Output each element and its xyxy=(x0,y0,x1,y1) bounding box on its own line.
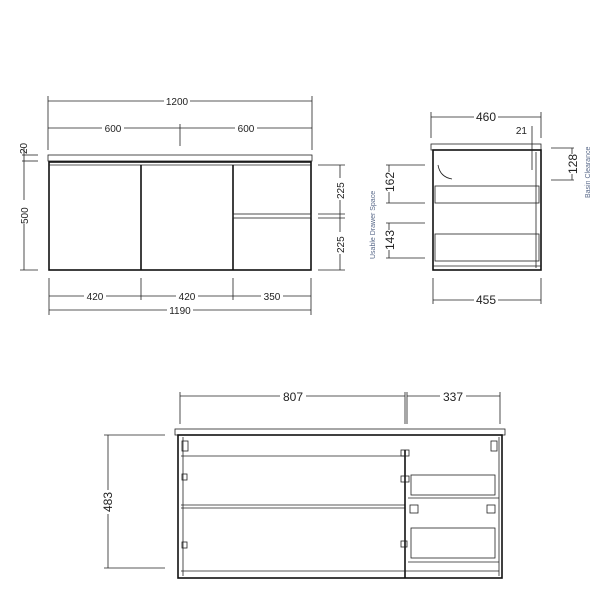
dim-interior-height: 483 xyxy=(101,492,115,512)
dim-basin-clearance: 128 xyxy=(566,154,580,174)
lower-drawer xyxy=(410,527,496,559)
dim-upper-drawer-space: 162 xyxy=(383,172,397,192)
basin-clearance-label: Basin Clearance xyxy=(585,147,592,198)
dim-top-thickness: 20 xyxy=(19,142,30,154)
side-cabinet xyxy=(432,149,542,271)
interior-countertop xyxy=(174,428,506,436)
side-countertop xyxy=(430,143,542,151)
dim-lower-drawer-space: 143 xyxy=(383,230,397,250)
dim-door-middle: 420 xyxy=(179,292,196,303)
dim-half-right: 600 xyxy=(238,124,255,135)
upper-drawer-box xyxy=(434,185,540,204)
dim-top-depth: 460 xyxy=(476,110,496,124)
countertop xyxy=(47,154,313,162)
drawer-split xyxy=(232,213,312,219)
dim-overall-width-top: 1200 xyxy=(166,97,189,108)
side-view: 460 21 128 Basin Clearance 162 143 Usabl… xyxy=(370,110,592,307)
dim-height: 500 xyxy=(20,207,31,224)
dim-drawer-bottom: 225 xyxy=(336,236,347,253)
dim-overall-width-bottom: 1190 xyxy=(169,306,191,317)
dim-carcass-depth: 455 xyxy=(476,293,496,307)
cabinet-body xyxy=(48,161,312,271)
door-swing-arc xyxy=(437,164,453,180)
front-view: 1200 600 600 20 500 225 225 420 420 350 … xyxy=(18,95,347,317)
upper-drawer xyxy=(410,474,496,496)
dim-top-overhang: 21 xyxy=(516,126,528,137)
dim-left-width: 807 xyxy=(283,390,303,404)
interior-view: 807 337 483 xyxy=(100,390,506,579)
dim-drawer-width: 350 xyxy=(264,292,281,303)
dim-right-width: 337 xyxy=(443,390,463,404)
dim-half-left: 600 xyxy=(105,124,122,135)
dim-door-left: 420 xyxy=(87,292,104,303)
usable-drawer-space-label: Usable Drawer Space xyxy=(370,191,377,259)
dim-drawer-top: 225 xyxy=(336,182,347,199)
interior-cabinet xyxy=(177,434,503,579)
lower-drawer-box xyxy=(434,233,540,262)
